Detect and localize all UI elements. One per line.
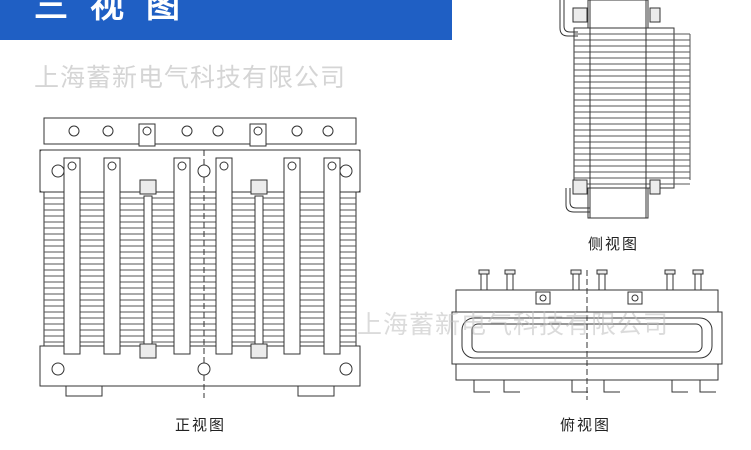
caption-top-view: 俯视图 xyxy=(560,416,612,434)
front-view xyxy=(39,117,361,398)
header-banner: 三视图 xyxy=(0,0,452,40)
watermark-top: 上海蓄新电气科技有限公司 xyxy=(34,63,347,92)
caption-front-view: 正视图 xyxy=(175,416,227,434)
top-view xyxy=(451,269,723,400)
page-title: 三视图 xyxy=(34,0,202,26)
side-view xyxy=(559,0,691,219)
watermark-bottom: 上海蓄新电气科技有限公司 xyxy=(357,310,670,339)
caption-side-view: 侧视图 xyxy=(588,235,640,253)
